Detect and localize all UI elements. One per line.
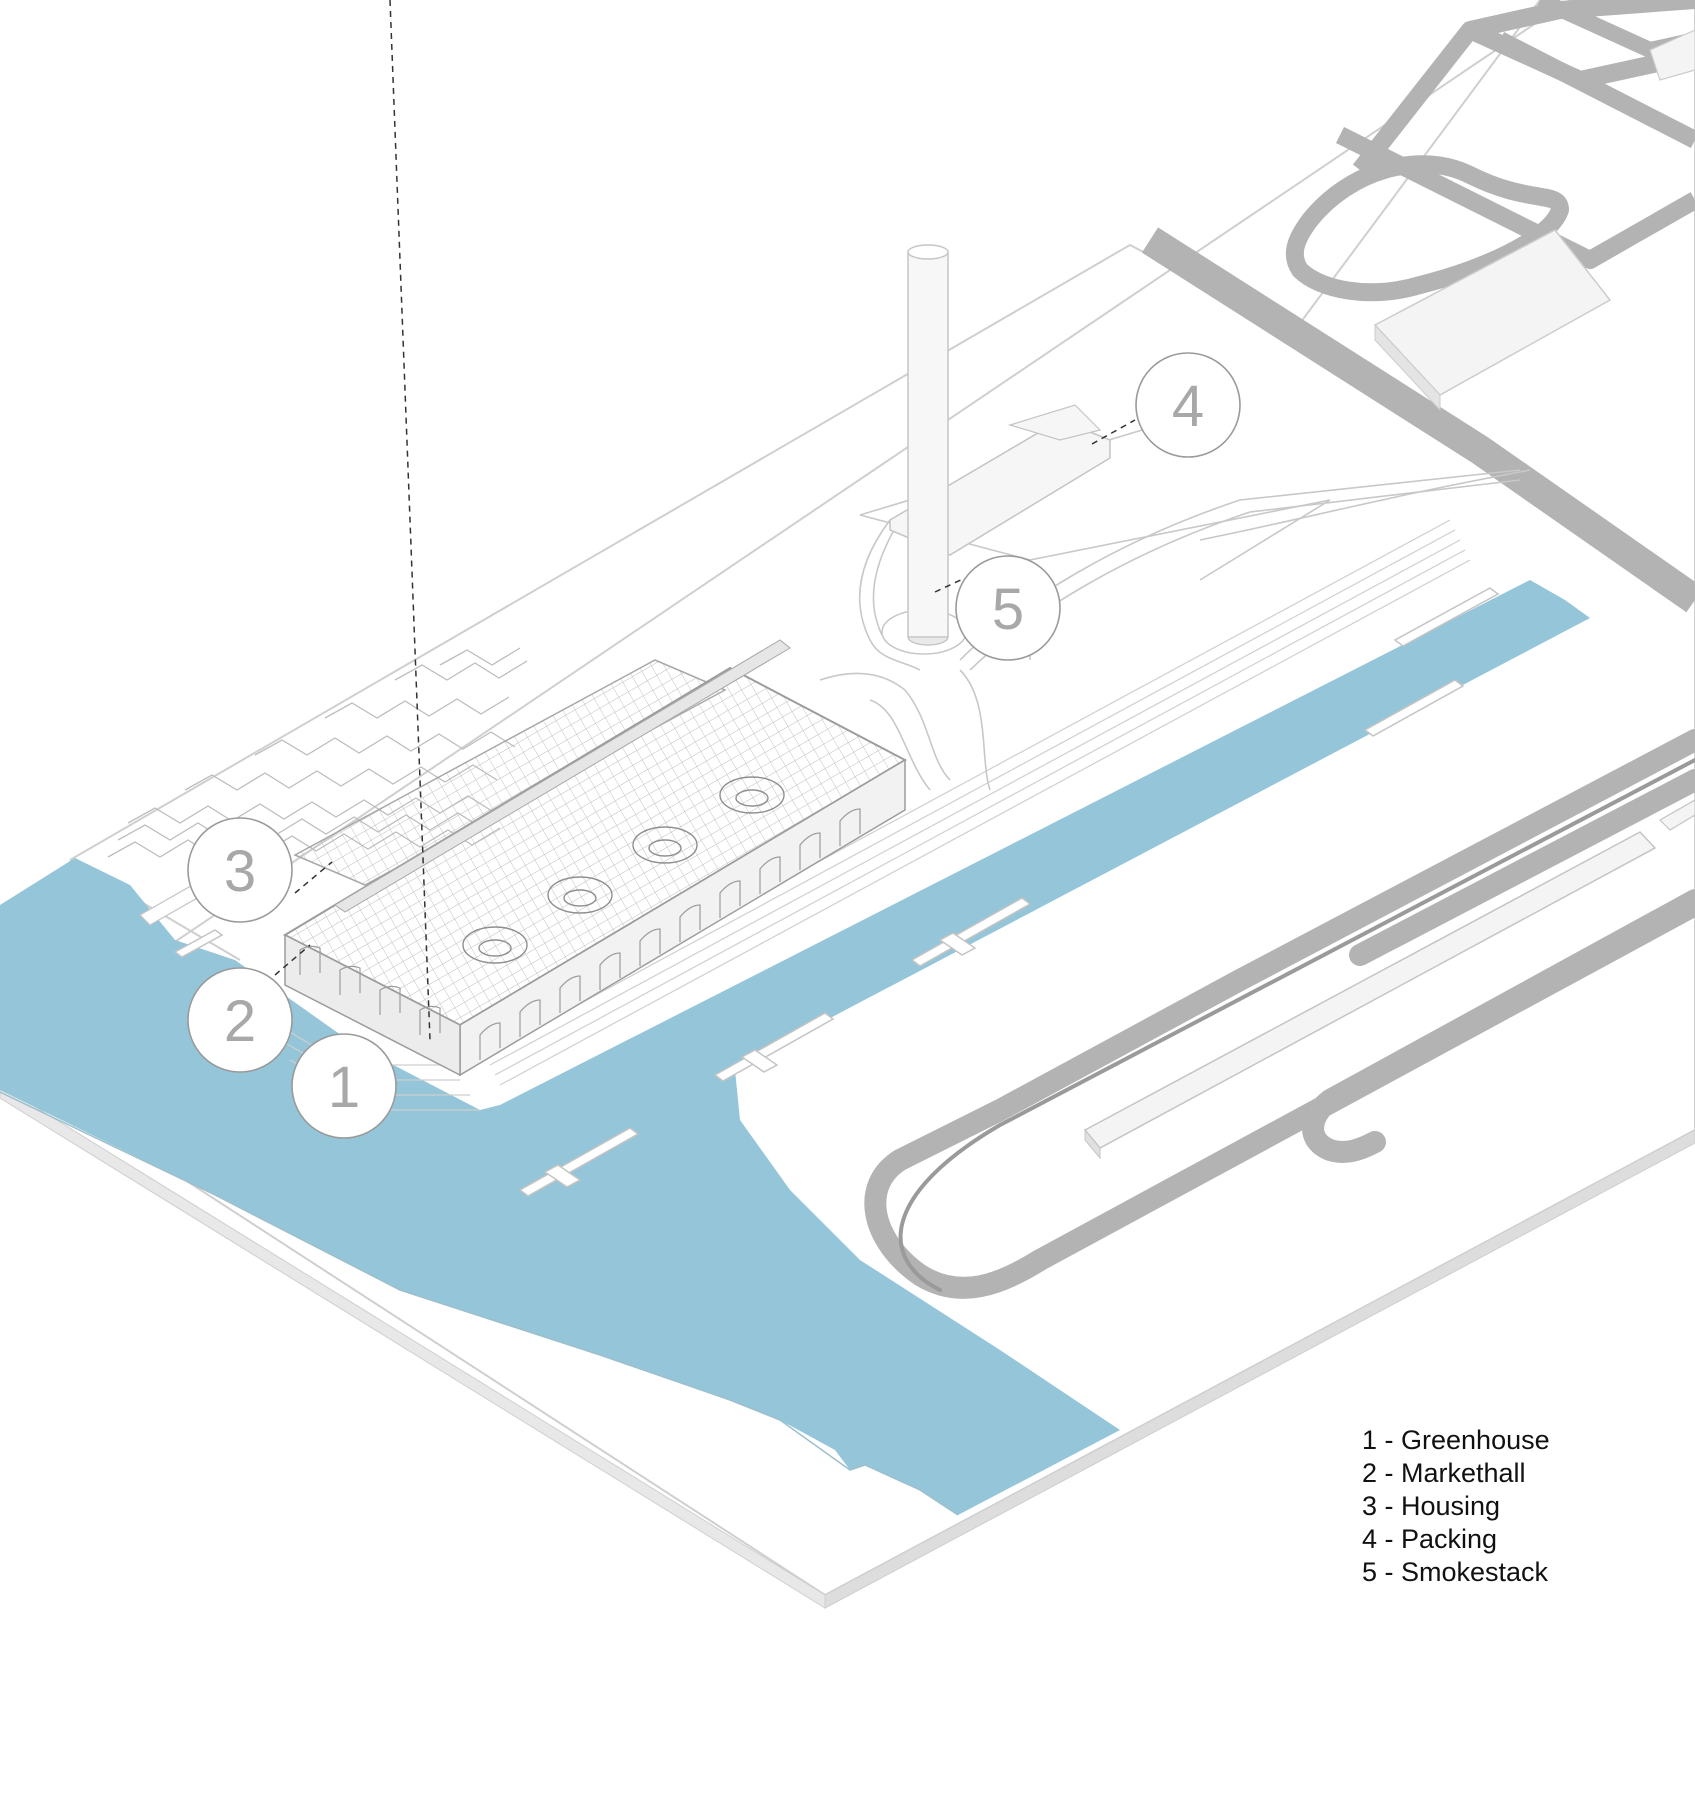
callouts: 1 2 3 4 5 — [187, 352, 1241, 1139]
pier-1 — [518, 1127, 640, 1197]
callout-4: 4 — [1135, 352, 1241, 458]
smokestack — [907, 244, 949, 646]
facade-arches — [299, 808, 861, 1060]
legend-item-greenhouse: 1 - Greenhouse — [1362, 1425, 1550, 1455]
water-body — [0, 580, 1590, 1515]
callout-leaders — [274, 0, 1136, 1041]
legend-item-markethall: 2 - Markethall — [1362, 1458, 1526, 1488]
callout-2: 2 — [187, 967, 293, 1073]
pier-3-stem — [938, 932, 977, 956]
pier-small — [173, 929, 224, 958]
greenhouse-complex — [282, 639, 908, 1077]
callout-5: 5 — [955, 555, 1061, 661]
pier-3 — [910, 897, 1032, 967]
callout-1: 1 — [291, 1033, 397, 1139]
svg-text:4: 4 — [1172, 374, 1204, 439]
long-slabs — [1083, 799, 1695, 1160]
legend-item-packing: 4 - Packing — [1362, 1524, 1498, 1554]
pier-5 — [1393, 587, 1500, 647]
legend-item-smokestack: 5 - Smokestack — [1362, 1557, 1549, 1587]
road-north — [1352, 0, 1695, 176]
pier-2-stem — [740, 1049, 779, 1073]
svg-text:2: 2 — [224, 989, 256, 1054]
city-blocks — [1373, 29, 1695, 412]
harbour-water — [0, 580, 1590, 1516]
lower-road-edge — [898, 758, 1695, 1292]
svg-text:1: 1 — [328, 1055, 360, 1120]
svg-text:3: 3 — [224, 839, 256, 904]
pier-4 — [1363, 679, 1465, 737]
pier-2 — [713, 1012, 835, 1082]
main-avenue — [1141, 227, 1695, 613]
road-loop — [1285, 155, 1569, 302]
svg-text:5: 5 — [992, 577, 1024, 642]
side-facade — [284, 933, 461, 1077]
legend-item-housing: 3 - Housing — [1362, 1491, 1501, 1521]
main-roof-spine — [334, 639, 791, 913]
pier-1-stem — [543, 1164, 582, 1188]
roof-funnels — [462, 776, 785, 964]
hook-road — [1302, 889, 1695, 1163]
hairpin-road-inner — [1349, 769, 1695, 966]
piers — [173, 587, 1500, 1197]
callout-3: 3 — [187, 817, 293, 923]
road-cross — [1335, 126, 1695, 269]
legend: 1 - Greenhouse 2 - Markethall 3 - Housin… — [1362, 1424, 1550, 1589]
